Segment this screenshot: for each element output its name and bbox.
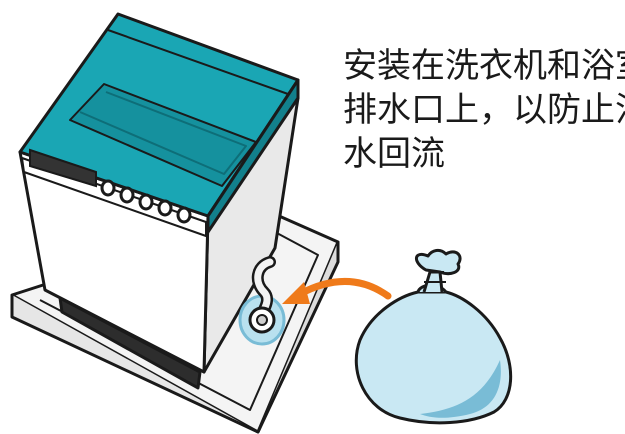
caption-text: 安装在洗衣机和浴室 排水口上，以防止污 水回流 [343, 44, 625, 176]
caption-line-3: 水回流 [343, 134, 445, 174]
drain-hose-icon [238, 256, 286, 346]
button-1-icon [100, 179, 116, 197]
caption-line-1: 安装在洗衣机和浴室 [343, 46, 625, 86]
water-bag-icon [354, 248, 513, 425]
caption-line-2: 排水口上，以防止污 [343, 90, 625, 130]
control-panel [29, 148, 192, 224]
arrow-icon [282, 278, 392, 304]
button-2-icon [119, 186, 135, 204]
button-5-icon [176, 206, 192, 224]
button-3-icon [138, 193, 154, 211]
button-4-icon [157, 199, 173, 217]
